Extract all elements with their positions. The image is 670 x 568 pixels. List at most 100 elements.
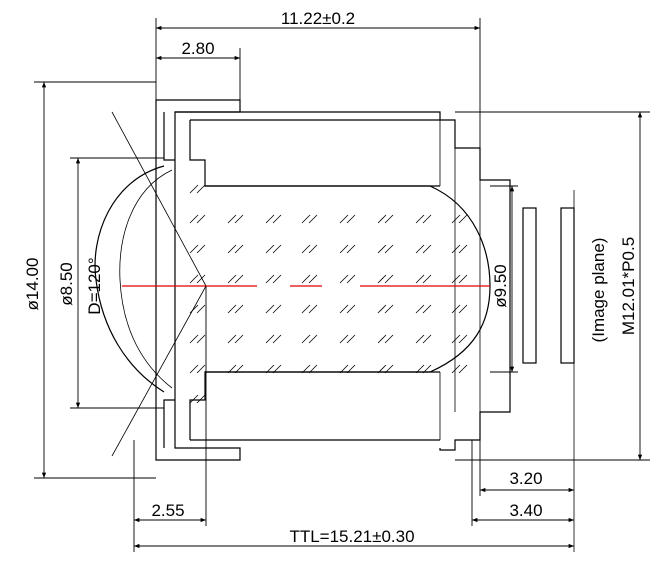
hatch-mark bbox=[308, 214, 318, 224]
hatch-mark bbox=[301, 274, 311, 284]
dim-front-offset-label: 2.55 bbox=[151, 501, 184, 520]
hatch-mark bbox=[196, 214, 206, 224]
hatch-mark bbox=[339, 334, 349, 344]
hatch-mark bbox=[265, 304, 275, 314]
dim-ttl-label: TTL=15.21±0.30 bbox=[289, 527, 414, 546]
dim-outer-diameter-label: ø14.00 bbox=[23, 258, 42, 311]
hatch-mark bbox=[196, 244, 206, 254]
hatch-mark bbox=[458, 334, 468, 344]
hatch-mark bbox=[189, 334, 199, 344]
hatch-mark bbox=[415, 334, 425, 344]
dim-front-diameter: ø8.50 bbox=[57, 157, 164, 409]
hatch-mark bbox=[227, 274, 237, 284]
hatch-mark bbox=[458, 214, 468, 224]
dim-bfl-2: 3.40 bbox=[471, 440, 574, 526]
hatch-mark bbox=[227, 244, 237, 254]
hatch-mark bbox=[384, 364, 394, 374]
hatch-mark bbox=[272, 214, 282, 224]
hatch-mark bbox=[272, 304, 282, 314]
hatch-mark bbox=[346, 304, 356, 314]
dim-bfl-2-label: 3.40 bbox=[509, 501, 542, 520]
hatch-mark bbox=[422, 244, 432, 254]
hatch-mark bbox=[377, 274, 387, 284]
hatch-mark bbox=[346, 244, 356, 254]
dim-outer-diameter: ø14.00 bbox=[23, 81, 156, 479]
hatch-mark bbox=[272, 274, 282, 284]
hatch-mark bbox=[189, 364, 199, 374]
hatch-mark bbox=[377, 304, 387, 314]
hatch-mark bbox=[458, 364, 468, 374]
hatch-mark bbox=[415, 304, 425, 314]
hatch-mark bbox=[422, 274, 432, 284]
hatch-mark bbox=[227, 214, 237, 224]
hatch-mark bbox=[339, 214, 349, 224]
hatch-mark bbox=[339, 274, 349, 284]
hatch-mark bbox=[339, 304, 349, 314]
dim-flange: 2.80 bbox=[156, 39, 241, 100]
filter-plates bbox=[522, 207, 575, 364]
rear-lens-element bbox=[205, 185, 491, 373]
hatch-mark bbox=[234, 274, 244, 284]
hatch-mark bbox=[234, 304, 244, 314]
hatch-mark bbox=[422, 304, 432, 314]
hatch-mark bbox=[308, 274, 318, 284]
hatch-mark bbox=[196, 334, 206, 344]
hatch-mark bbox=[196, 304, 206, 314]
hatch-mark bbox=[451, 274, 461, 284]
hatch-mark bbox=[458, 274, 468, 284]
hatch-mark bbox=[301, 214, 311, 224]
hatch-mark bbox=[384, 304, 394, 314]
hatch-mark bbox=[415, 274, 425, 284]
hatch-mark bbox=[377, 244, 387, 254]
hatch-mark bbox=[451, 304, 461, 314]
hatch-mark bbox=[384, 244, 394, 254]
hatch-mark bbox=[346, 334, 356, 344]
hatch-mark bbox=[265, 214, 275, 224]
hatch-mark bbox=[458, 244, 468, 254]
hatch-mark bbox=[346, 274, 356, 284]
hatch-mark bbox=[227, 364, 237, 374]
hatch-mark bbox=[384, 274, 394, 284]
hatch-mark bbox=[189, 304, 199, 314]
hatch-mark bbox=[458, 304, 468, 314]
hatch-mark bbox=[377, 214, 387, 224]
hatch-mark bbox=[234, 364, 244, 374]
hatch-mark bbox=[265, 334, 275, 344]
hatch-mark bbox=[377, 334, 387, 344]
hatch-mark bbox=[196, 394, 206, 404]
hatch-mark bbox=[301, 334, 311, 344]
glass-hatching bbox=[189, 184, 468, 404]
hatch-mark bbox=[265, 244, 275, 254]
hatch-mark bbox=[308, 244, 318, 254]
hatch-mark bbox=[189, 214, 199, 224]
dim-front-diameter-label: ø8.50 bbox=[57, 262, 76, 305]
fov-label: D=120° bbox=[85, 257, 104, 314]
hatch-mark bbox=[415, 244, 425, 254]
hatch-mark bbox=[234, 244, 244, 254]
hatch-mark bbox=[189, 274, 199, 284]
hatch-mark bbox=[384, 214, 394, 224]
hatch-mark bbox=[272, 334, 282, 344]
hatch-mark bbox=[272, 364, 282, 374]
dim-top-length: 11.22±0.2 bbox=[155, 9, 481, 148]
hatch-mark bbox=[346, 214, 356, 224]
hatch-mark bbox=[196, 364, 206, 374]
dim-bfl-1: 3.20 bbox=[479, 412, 574, 496]
hatch-mark bbox=[272, 244, 282, 254]
lens-body-outline bbox=[155, 99, 511, 461]
hatch-mark bbox=[422, 334, 432, 344]
hatch-mark bbox=[384, 334, 394, 344]
hatch-mark bbox=[196, 184, 206, 194]
dim-ttl: TTL=15.21±0.30 bbox=[134, 527, 574, 549]
hatch-mark bbox=[451, 364, 461, 374]
dim-rear-diameter: ø9.50 bbox=[490, 185, 518, 373]
hatch-mark bbox=[265, 274, 275, 284]
hatch-mark bbox=[422, 364, 432, 374]
dim-front-offset: 2.55 bbox=[133, 286, 207, 552]
hatch-mark bbox=[451, 244, 461, 254]
hatch-mark bbox=[308, 304, 318, 314]
image-plane-label: (Image plane) bbox=[589, 238, 608, 343]
hatch-mark bbox=[196, 274, 206, 284]
hatch-mark bbox=[451, 214, 461, 224]
